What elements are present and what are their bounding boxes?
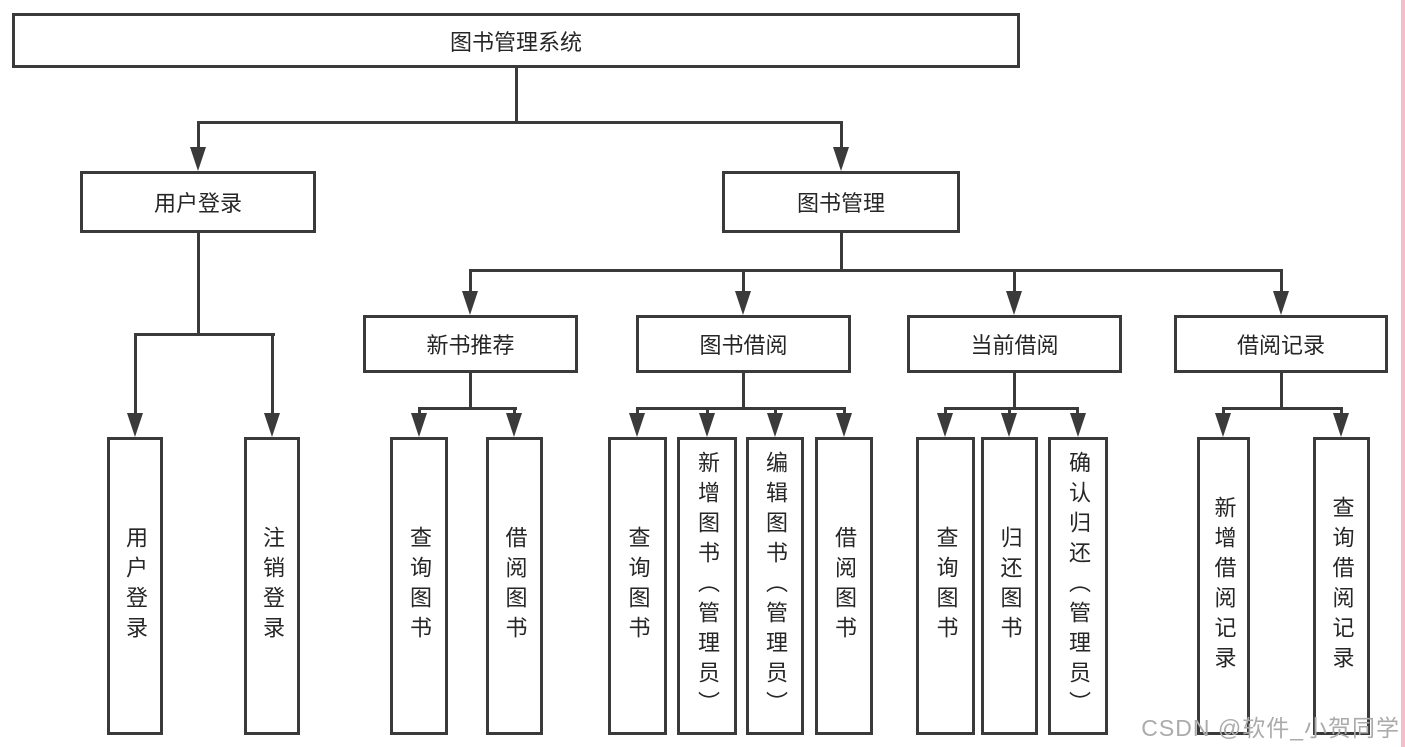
leaf-query-books-recommend: 查询图书: [390, 437, 448, 735]
arrow-down-icon: [833, 147, 849, 171]
node-label: 归还图书: [997, 526, 1023, 646]
connector-line: [840, 121, 843, 151]
node-label: 查询借阅记录: [1329, 496, 1355, 676]
node-book-management: 图书管理: [722, 171, 960, 233]
leaf-borrow-books: 借阅图书: [815, 437, 873, 735]
connector-line: [944, 407, 1079, 410]
connector-line: [134, 333, 137, 415]
arrow-down-icon: [462, 291, 478, 315]
arrow-down-icon: [190, 147, 206, 171]
connector-line: [1340, 407, 1343, 415]
connector-line: [271, 333, 274, 415]
connector-line: [774, 407, 777, 415]
connector-line: [515, 68, 518, 124]
page-edge-strip: [1401, 0, 1405, 747]
node-label: 借阅图书: [502, 526, 528, 646]
arrow-down-icon: [767, 413, 783, 437]
arrow-down-icon: [1215, 413, 1231, 437]
node-user-login: 用户登录: [80, 171, 316, 233]
leaf-edit-book-admin: 编辑图书（管理员）: [746, 437, 804, 735]
connector-line: [1222, 407, 1225, 415]
connector-line: [706, 407, 709, 415]
leaf-logout: 注销登录: [244, 437, 300, 735]
arrow-down-icon: [411, 413, 427, 437]
node-borrow-records: 借阅记录: [1174, 315, 1388, 373]
connector-line: [636, 407, 845, 410]
node-label: 图书管理系统: [449, 29, 582, 55]
connector-line: [1008, 407, 1011, 415]
connector-line: [197, 233, 200, 336]
node-book-borrow: 图书借阅: [636, 315, 851, 373]
node-label: 借阅记录: [1236, 333, 1325, 358]
connector-line: [843, 407, 846, 415]
arrow-down-icon: [1006, 291, 1022, 315]
node-label: 确认归还（管理员）: [1066, 451, 1091, 721]
node-label: 图书管理: [796, 191, 885, 216]
arrow-down-icon: [127, 413, 143, 437]
arrow-down-icon: [699, 413, 715, 437]
connector-line: [197, 121, 843, 124]
leaf-query-books-current: 查询图书: [916, 437, 975, 735]
leaf-query-books-borrow: 查询图书: [608, 437, 667, 735]
connector-line: [1280, 373, 1283, 410]
watermark: CSDN @软件_小贺同学: [1141, 715, 1400, 741]
leaf-return-book: 归还图书: [981, 437, 1038, 735]
node-label: 图书借阅: [699, 333, 788, 358]
node-label: 用户登录: [123, 526, 148, 646]
arrow-down-icon: [836, 413, 852, 437]
node-label: 用户登录: [153, 191, 242, 216]
node-label: 借阅图书: [832, 526, 857, 646]
node-label: 查询图书: [933, 526, 959, 646]
leaf-confirm-return-admin: 确认归还（管理员）: [1048, 437, 1108, 735]
connector-line: [418, 407, 517, 410]
node-library-management-system: 图书管理系统: [12, 13, 1020, 68]
leaf-query-borrow-record: 查询借阅记录: [1313, 437, 1370, 735]
connector-line: [636, 407, 639, 415]
node-label: 编辑图书（管理员）: [763, 451, 788, 721]
connector-line: [742, 373, 745, 410]
arrow-down-icon: [264, 413, 280, 437]
connector-line: [1280, 269, 1283, 293]
leaf-add-borrow-record: 新增借阅记录: [1197, 437, 1250, 735]
node-label: 查询图书: [625, 526, 651, 646]
node-new-book-recommend: 新书推荐: [363, 315, 578, 373]
connector-line: [469, 269, 1283, 272]
connector-line: [469, 269, 472, 293]
connector-line: [513, 407, 516, 415]
connector-line: [469, 373, 472, 410]
node-label: 新增图书（管理员）: [695, 451, 720, 721]
arrow-down-icon: [506, 413, 522, 437]
connector-line: [418, 407, 421, 415]
leaf-user-login: 用户登录: [107, 437, 163, 735]
arrow-down-icon: [629, 413, 645, 437]
connector-line: [134, 333, 275, 336]
node-label: 新书推荐: [426, 333, 515, 358]
arrow-down-icon: [1273, 291, 1289, 315]
node-label: 当前借阅: [970, 333, 1059, 358]
connector-line: [197, 121, 200, 151]
node-current-borrow: 当前借阅: [907, 315, 1122, 373]
connector-line: [944, 407, 947, 415]
connector-line: [742, 269, 745, 293]
connector-line: [1076, 407, 1079, 415]
node-label: 新增借阅记录: [1211, 496, 1237, 676]
connector-line: [1013, 269, 1016, 293]
connector-line: [840, 233, 843, 272]
leaf-borrow-books-recommend: 借阅图书: [486, 437, 543, 735]
arrow-down-icon: [937, 413, 953, 437]
arrow-down-icon: [735, 291, 751, 315]
connector-line: [1013, 373, 1016, 410]
node-label: 查询图书: [407, 526, 432, 646]
leaf-add-book-admin: 新增图书（管理员）: [677, 437, 737, 735]
node-label: 注销登录: [260, 526, 285, 646]
arrow-down-icon: [1333, 413, 1349, 437]
arrow-down-icon: [1001, 413, 1017, 437]
connector-line: [1222, 407, 1343, 410]
arrow-down-icon: [1070, 413, 1086, 437]
